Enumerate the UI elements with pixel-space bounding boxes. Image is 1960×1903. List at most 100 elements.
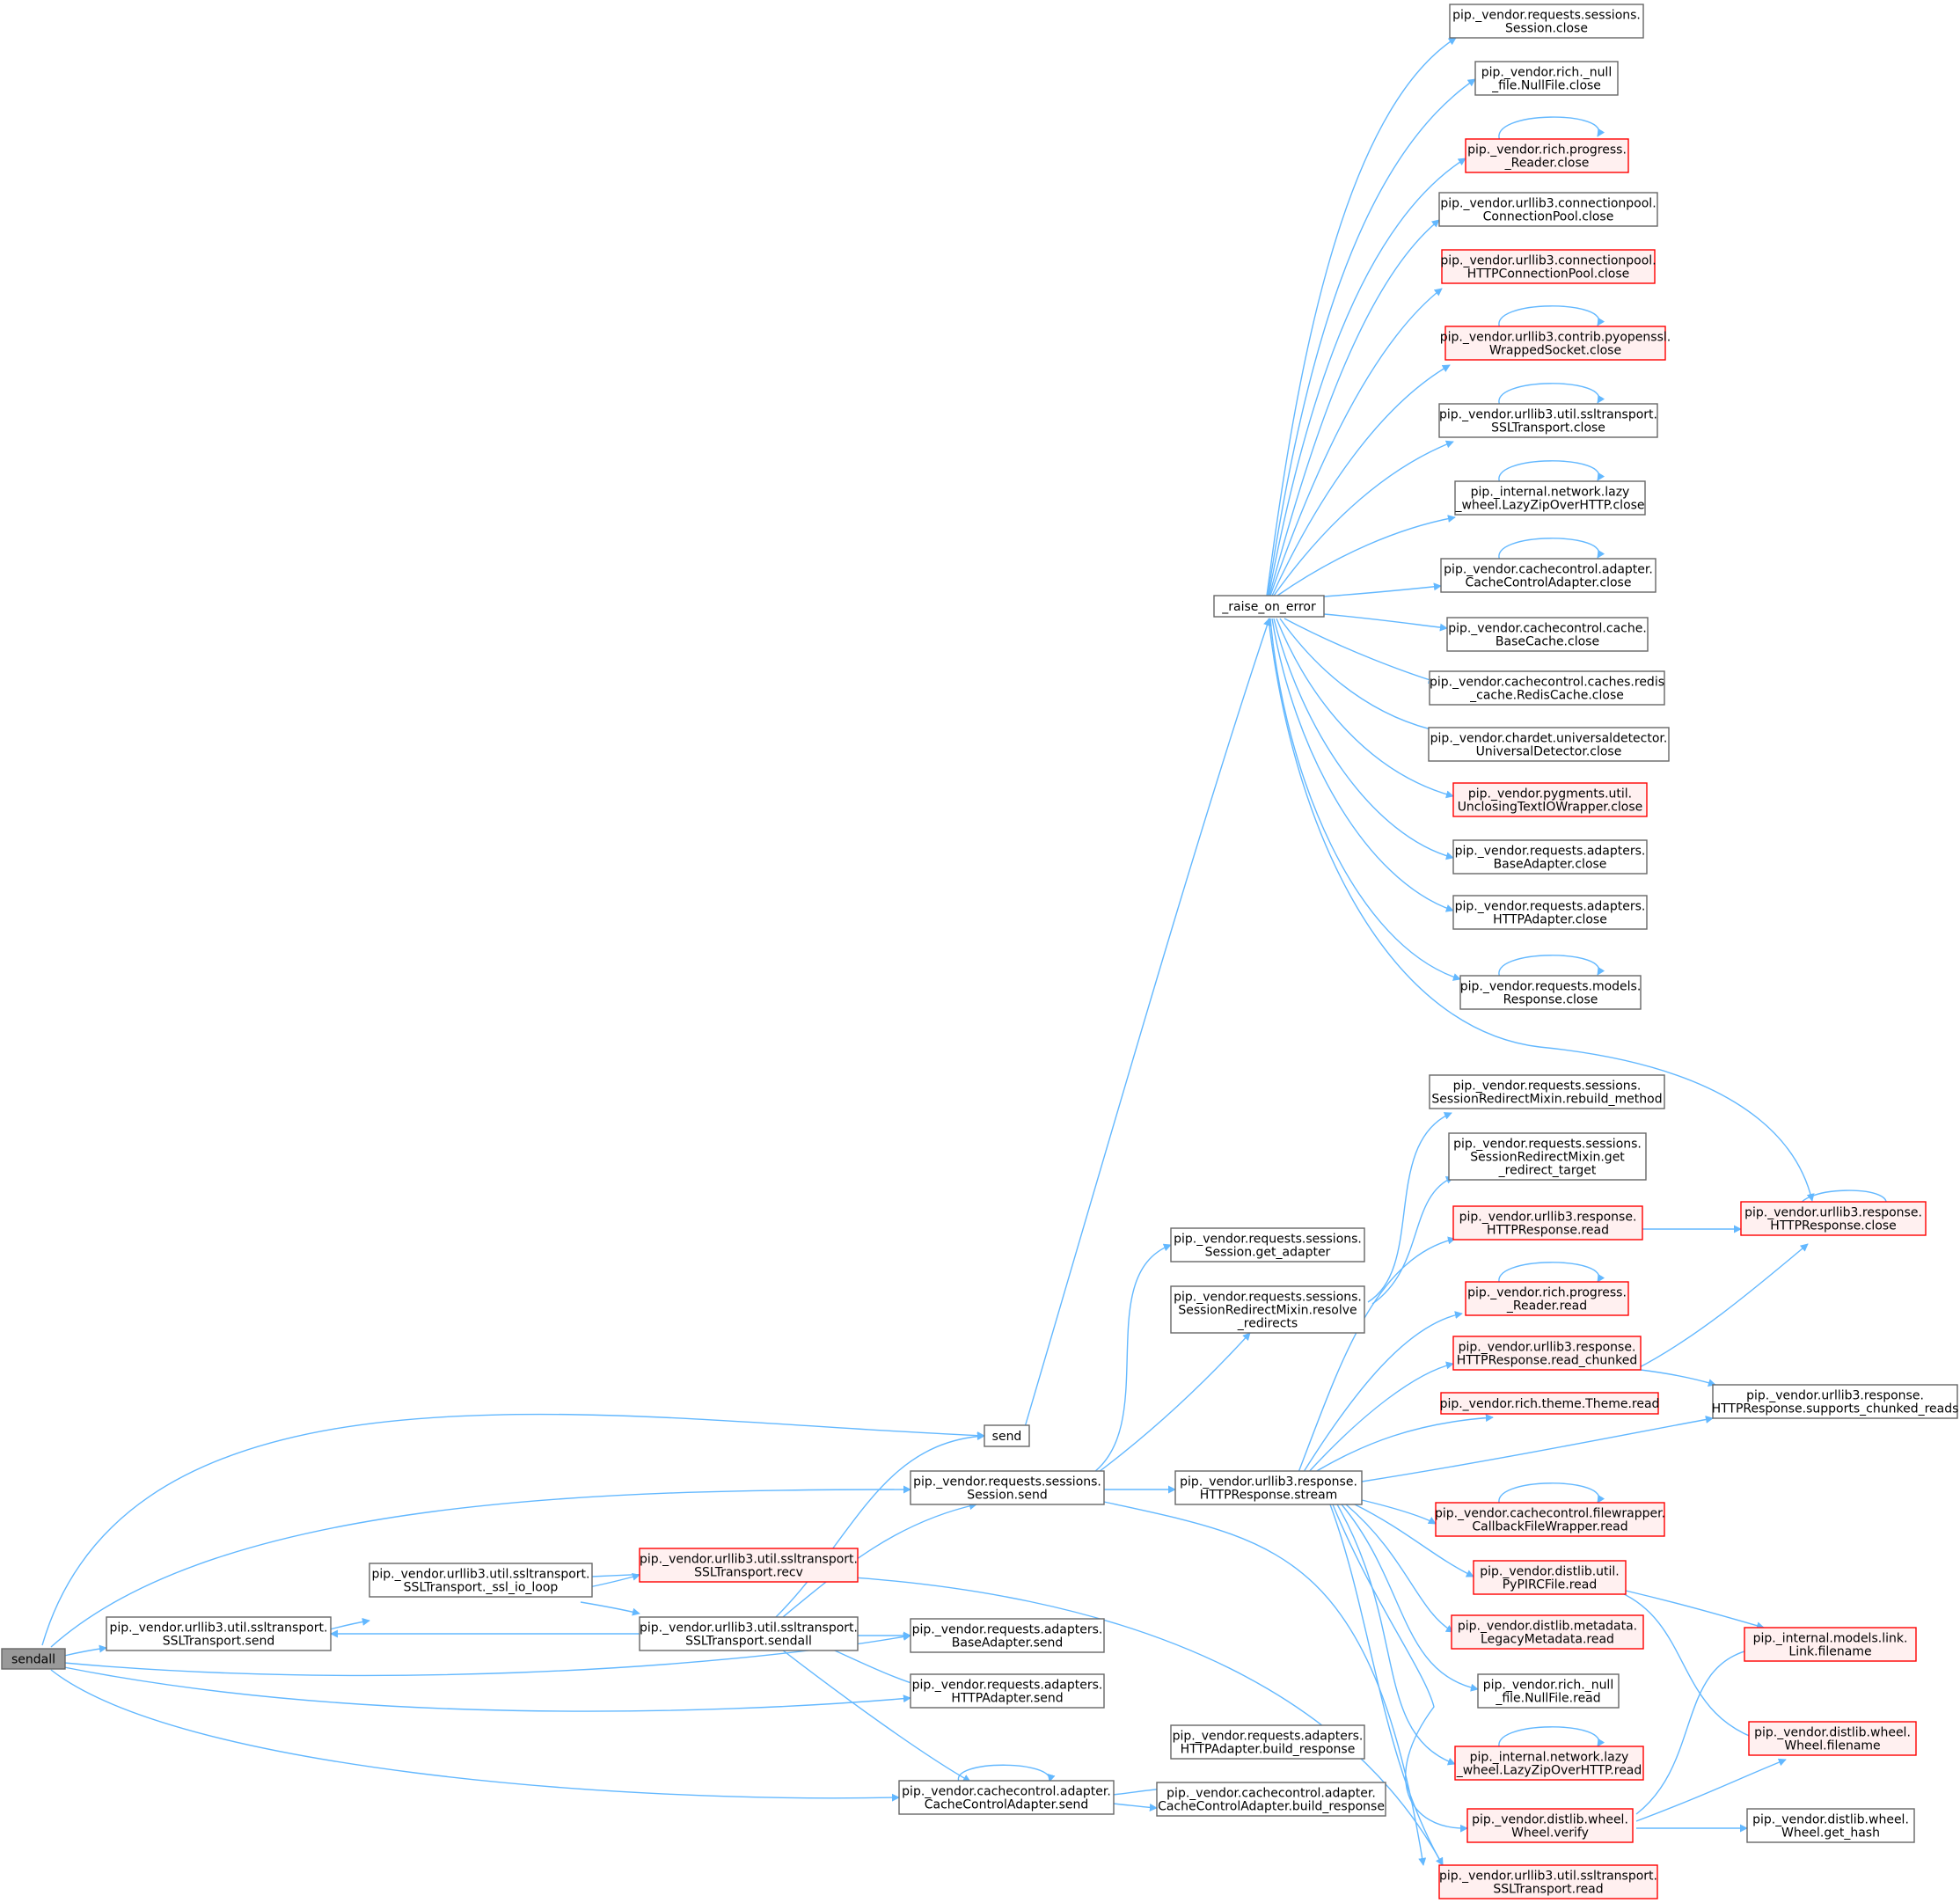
node-label: Session.get_adapter	[1205, 1246, 1331, 1260]
node-c-ccadapter[interactable]: pip._vendor.cachecontrol.adapter.CacheCo…	[1440, 558, 1656, 593]
node-legacy[interactable]: pip._vendor.distlib.metadata.LegacyMetad…	[1451, 1614, 1644, 1650]
node-box	[910, 1470, 1105, 1505]
node-c-connpool[interactable]: pip._vendor.urllib3.connectionpool.Conne…	[1438, 192, 1658, 227]
node-stream[interactable]: pip._vendor.urllib3.response.HTTPRespons…	[1174, 1470, 1363, 1505]
node-basesend[interactable]: pip._vendor.requests.adapters.BaseAdapte…	[910, 1618, 1105, 1653]
node-sendall[interactable]: sendall	[1, 1648, 66, 1670]
node-label: Link.filename	[1788, 1645, 1871, 1659]
edge-raise-c_reader	[1268, 157, 1466, 597]
node-httpbuild[interactable]: pip._vendor.requests.adapters.HTTPAdapte…	[1170, 1724, 1365, 1760]
node-label: pip._vendor.distlib.util.	[1480, 1565, 1620, 1579]
node-label: pip._vendor.rich.progress.	[1467, 1286, 1627, 1300]
node-cbfw[interactable]: pip._vendor.cachecontrol.filewrapper.Cal…	[1435, 1502, 1665, 1537]
node-gettarget[interactable]: pip._vendor.requests.sessions.SessionRed…	[1448, 1132, 1647, 1181]
node-theme[interactable]: pip._vendor.rich.theme.Theme.read	[1440, 1392, 1660, 1415]
node-ccsend[interactable]: pip._vendor.cachecontrol.adapter.CacheCo…	[898, 1780, 1115, 1815]
node-label: pip._vendor.urllib3.util.ssltransport.	[1439, 408, 1657, 422]
node-lazyread[interactable]: pip._internal.network.lazy_wheel.LazyZip…	[1454, 1746, 1644, 1781]
node-rread[interactable]: pip._vendor.rich.progress._Reader.read	[1465, 1281, 1629, 1316]
node-label: pip._vendor.cachecontrol.filewrapper.	[1435, 1507, 1665, 1521]
node-c-httpconnpool[interactable]: pip._vendor.urllib3.connectionpool.HTTPC…	[1440, 249, 1656, 284]
node-c-wrapped[interactable]: pip._vendor.urllib3.contrib.pyopenssl.Wr…	[1440, 326, 1671, 361]
node-ccbuild[interactable]: pip._vendor.cachecontrol.adapter.CacheCo…	[1156, 1782, 1386, 1817]
node-c-reader[interactable]: pip._vendor.rich.progress._Reader.close	[1465, 138, 1629, 173]
node-box	[1452, 839, 1648, 875]
node-c-redis[interactable]: pip._vendor.cachecontrol.caches.redis_ca…	[1429, 670, 1665, 706]
edge-sendall-send	[41, 1413, 985, 1646]
node-label: send	[992, 1430, 1022, 1444]
node-sslio[interactable]: pip._vendor.urllib3.util.ssltransport.SS…	[369, 1563, 593, 1598]
node-nullread[interactable]: pip._vendor.rich._null_file.NullFile.rea…	[1477, 1673, 1620, 1709]
node-box	[1440, 558, 1656, 593]
node-c-basecache[interactable]: pip._vendor.cachecontrol.cache.BaseCache…	[1446, 617, 1649, 652]
node-pypirc[interactable]: pip._vendor.distlib.util.PyPIRCFile.read	[1473, 1560, 1627, 1595]
edge-raise-c_basecache	[1323, 613, 1448, 632]
node-label: pip._vendor.distlib.metadata.	[1458, 1620, 1637, 1634]
node-label: pip._vendor.cachecontrol.cache.	[1448, 622, 1647, 636]
node-gethash[interactable]: pip._vendor.distlib.wheel.Wheel.get_hash	[1746, 1808, 1915, 1843]
node-label: HTTPResponse.read_chunked	[1457, 1354, 1637, 1368]
node-label: Wheel.filename	[1784, 1739, 1880, 1753]
node-c-response[interactable]: pip._vendor.requests.models.Response.clo…	[1459, 975, 1642, 1010]
node-box	[1466, 1808, 1634, 1843]
node-box	[106, 1616, 332, 1651]
node-c-lazyzip[interactable]: pip._internal.network.lazy_wheel.LazyZip…	[1454, 480, 1646, 516]
node-box	[1170, 1724, 1365, 1760]
node-label: pip._vendor.requests.adapters.	[1173, 1730, 1364, 1744]
node-box	[1429, 1074, 1665, 1109]
node-sslsend[interactable]: pip._vendor.urllib3.util.ssltransport.SS…	[106, 1616, 332, 1651]
node-label: HTTPAdapter.send	[951, 1692, 1063, 1706]
edge-c_reader-self	[1498, 116, 1605, 142]
node-c-universal[interactable]: pip._vendor.chardet.universaldetector.Un…	[1428, 727, 1670, 762]
edge-sslsendall-send	[775, 1432, 985, 1618]
node-label: pip._vendor.urllib3.response.	[1459, 1211, 1637, 1225]
node-label: pip._vendor.urllib3.response.	[1746, 1389, 1924, 1403]
node-linkfn[interactable]: pip._internal.models.link.Link.filename	[1744, 1627, 1917, 1662]
edge-pypirc-linkfn	[1625, 1590, 1765, 1630]
node-label: pip._vendor.urllib3.connectionpool.	[1440, 197, 1656, 211]
edge-stream-lazyread	[1336, 1504, 1456, 1766]
node-sslread[interactable]: pip._vendor.urllib3.util.ssltransport.SS…	[1438, 1864, 1658, 1899]
edge-sendall-httpsend	[63, 1666, 911, 1712]
node-getadapter[interactable]: pip._vendor.requests.sessions.Session.ge…	[1170, 1227, 1365, 1263]
node-box	[1465, 138, 1629, 173]
node-c-session[interactable]: pip._vendor.requests.sessions.Session.cl…	[1449, 4, 1644, 39]
node-label: pip._vendor.pygments.util.	[1468, 787, 1632, 801]
node-box	[1429, 670, 1665, 706]
node-c-httpadapter[interactable]: pip._vendor.requests.adapters.HTTPAdapte…	[1452, 895, 1648, 930]
node-box	[898, 1780, 1115, 1815]
node-label: UniversalDetector.close	[1476, 745, 1622, 759]
node-label: pip._vendor.urllib3.util.ssltransport.	[1439, 1870, 1657, 1884]
node-c-unclosing[interactable]: pip._vendor.pygments.util.UnclosingTextI…	[1452, 782, 1648, 817]
node-httpsend[interactable]: pip._vendor.requests.adapters.HTTPAdapte…	[910, 1673, 1105, 1709]
node-label: PyPIRCFile.read	[1503, 1578, 1598, 1592]
node-wheelfn[interactable]: pip._vendor.distlib.wheel.Wheel.filename	[1748, 1721, 1917, 1756]
node-hread[interactable]: pip._vendor.urllib3.response.HTTPRespons…	[1452, 1205, 1643, 1241]
node-c-baseadapter[interactable]: pip._vendor.requests.adapters.BaseAdapte…	[1452, 839, 1648, 875]
edge-pypirc-wheelfn	[1620, 1592, 1781, 1748]
node-rebuild[interactable]: pip._vendor.requests.sessions.SessionRed…	[1429, 1074, 1665, 1109]
node-label: pip._vendor.cachecontrol.caches.redis	[1430, 676, 1664, 690]
node-box	[1213, 595, 1325, 618]
node-sslsendall[interactable]: pip._vendor.urllib3.util.ssltransport.SS…	[639, 1616, 859, 1651]
node-hchunked[interactable]: pip._vendor.urllib3.response.HTTPRespons…	[1452, 1336, 1642, 1371]
node-sessend[interactable]: pip._vendor.requests.sessions.Session.se…	[910, 1470, 1105, 1505]
node-sslrecv[interactable]: pip._vendor.urllib3.util.ssltransport.SS…	[639, 1548, 859, 1583]
node-hclose[interactable]: pip._vendor.urllib3.response.HTTPRespons…	[1740, 1201, 1927, 1236]
node-verify[interactable]: pip._vendor.distlib.wheel.Wheel.verify	[1466, 1808, 1634, 1843]
node-raise[interactable]: _raise_on_error	[1213, 595, 1325, 618]
node-box	[1473, 1560, 1627, 1595]
node-c-nullfile[interactable]: pip._vendor.rich._null_file.NullFile.clo…	[1474, 61, 1619, 96]
node-resolve[interactable]: pip._vendor.requests.sessions.SessionRed…	[1170, 1285, 1365, 1334]
node-c-ssltrans[interactable]: pip._vendor.urllib3.util.ssltransport.SS…	[1438, 403, 1658, 438]
node-label: pip._vendor.urllib3.contrib.pyopenssl.	[1440, 331, 1671, 345]
edge-verify-wheelfn	[1635, 1758, 1787, 1822]
node-supports[interactable]: pip._vendor.urllib3.response.HTTPRespons…	[1712, 1384, 1959, 1419]
edge-ccsend-self	[958, 1764, 1056, 1782]
node-send[interactable]: send	[984, 1424, 1030, 1447]
node-label: HTTPResponse.read	[1487, 1224, 1609, 1238]
node-label: pip._internal.network.lazy	[1471, 486, 1630, 500]
node-label: _raise_on_error	[1221, 600, 1316, 614]
edge-raise-c_unclosing	[1276, 618, 1454, 799]
node-label: pip._vendor.requests.sessions.	[913, 1475, 1101, 1489]
